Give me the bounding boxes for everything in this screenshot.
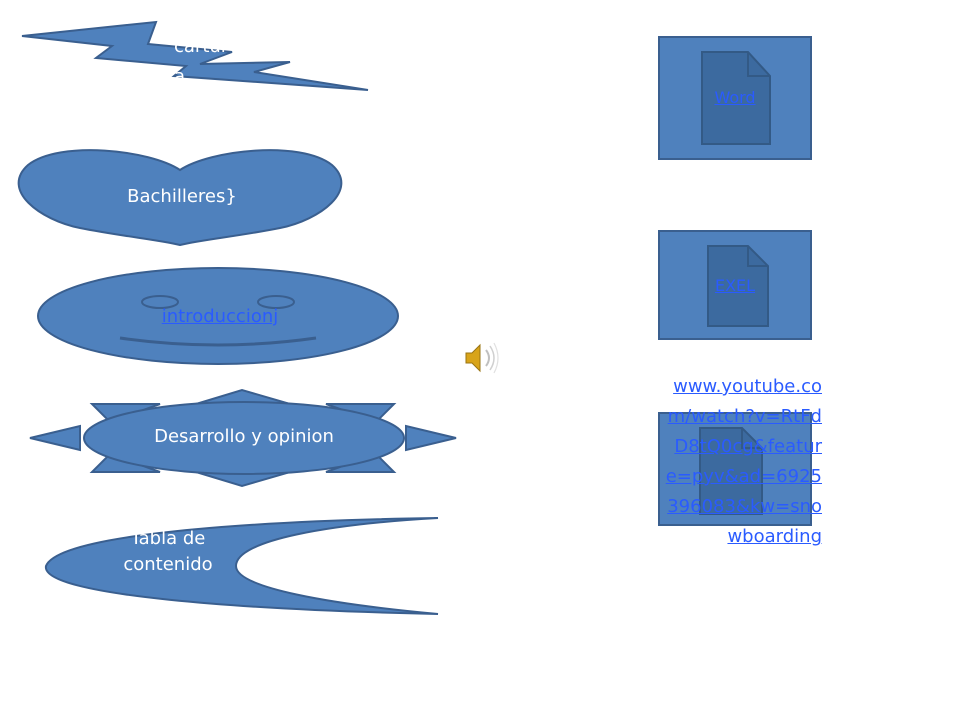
sun-center (83, 401, 405, 475)
document-icon (699, 427, 763, 515)
sun-label: Desarrollo y opinion (154, 426, 334, 447)
sun-shape[interactable] (29, 388, 457, 488)
heart-label: Bachilleres} (127, 186, 237, 207)
lightning-label: cartul a (174, 36, 226, 87)
word-label: Word (714, 88, 756, 107)
sun-ray-right (405, 424, 457, 452)
sun-ray-left (29, 424, 81, 452)
youtube-button[interactable] (658, 412, 812, 526)
word-button[interactable]: Word (658, 36, 812, 160)
lightning-shape[interactable] (21, 20, 369, 91)
smiley-left-eye (141, 295, 179, 309)
youtube-link[interactable]: www.youtube.com/watch?v=RtFdD8tQ0cg&feat… (665, 376, 822, 547)
document-icon (701, 51, 771, 145)
smiley-mouth (119, 336, 317, 347)
speaker-icon[interactable] (462, 338, 502, 378)
moon-shape[interactable] (44, 517, 439, 615)
document-icon (707, 245, 769, 327)
excel-button[interactable]: EXEL (658, 230, 812, 340)
excel-label: EXEL (714, 276, 756, 295)
moon-label: Tabla de contenido (123, 528, 213, 575)
smiley-right-eye (257, 295, 295, 309)
heart-shape[interactable] (17, 149, 343, 247)
smiley-link[interactable]: introduccionj (161, 306, 279, 327)
